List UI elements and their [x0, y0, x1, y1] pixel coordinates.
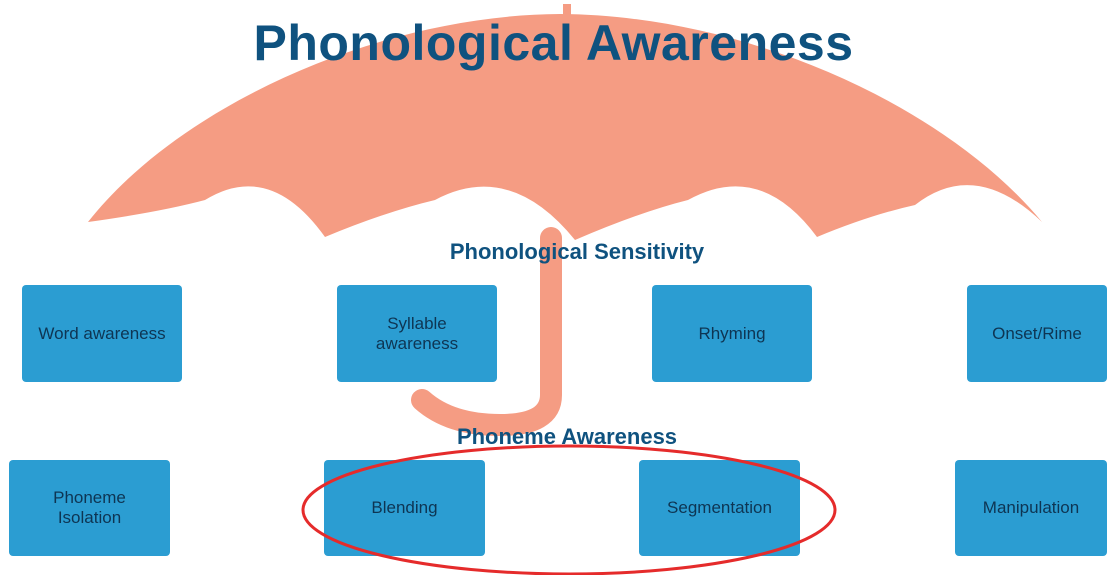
syllable-awareness-box: Syllable awareness [337, 285, 497, 382]
word-awareness-box: Word awareness [22, 285, 182, 382]
umbrella-handle [411, 227, 562, 437]
umbrella-tip [563, 4, 571, 16]
rhyming-box: Rhyming [652, 285, 812, 382]
box-label: Syllable awareness [375, 313, 459, 353]
segmentation-box: Segmentation [639, 460, 800, 556]
phonological-sensitivity-heading: Phonological Sensitivity [449, 239, 705, 264]
box-label: Segmentation [667, 498, 772, 517]
umbrella-canopy [88, 14, 1042, 240]
box-label: Phoneme Isolation [53, 488, 126, 527]
box-label: Onset/Rime [992, 323, 1082, 343]
phoneme-awareness-heading: Phoneme Awareness [456, 424, 678, 449]
blending-box: Blending [324, 460, 485, 556]
manipulation-box: Manipulation [955, 460, 1107, 556]
page-title: Phonological Awareness [253, 15, 854, 71]
onset-rime-box: Onset/Rime [967, 285, 1107, 382]
box-label: Word awareness [38, 323, 166, 343]
box-label: Manipulation [982, 498, 1080, 517]
box-label: Blending [371, 498, 438, 517]
phoneme-isolation-box: Phoneme Isolation [9, 460, 170, 556]
box-label: Rhyming [698, 323, 766, 343]
